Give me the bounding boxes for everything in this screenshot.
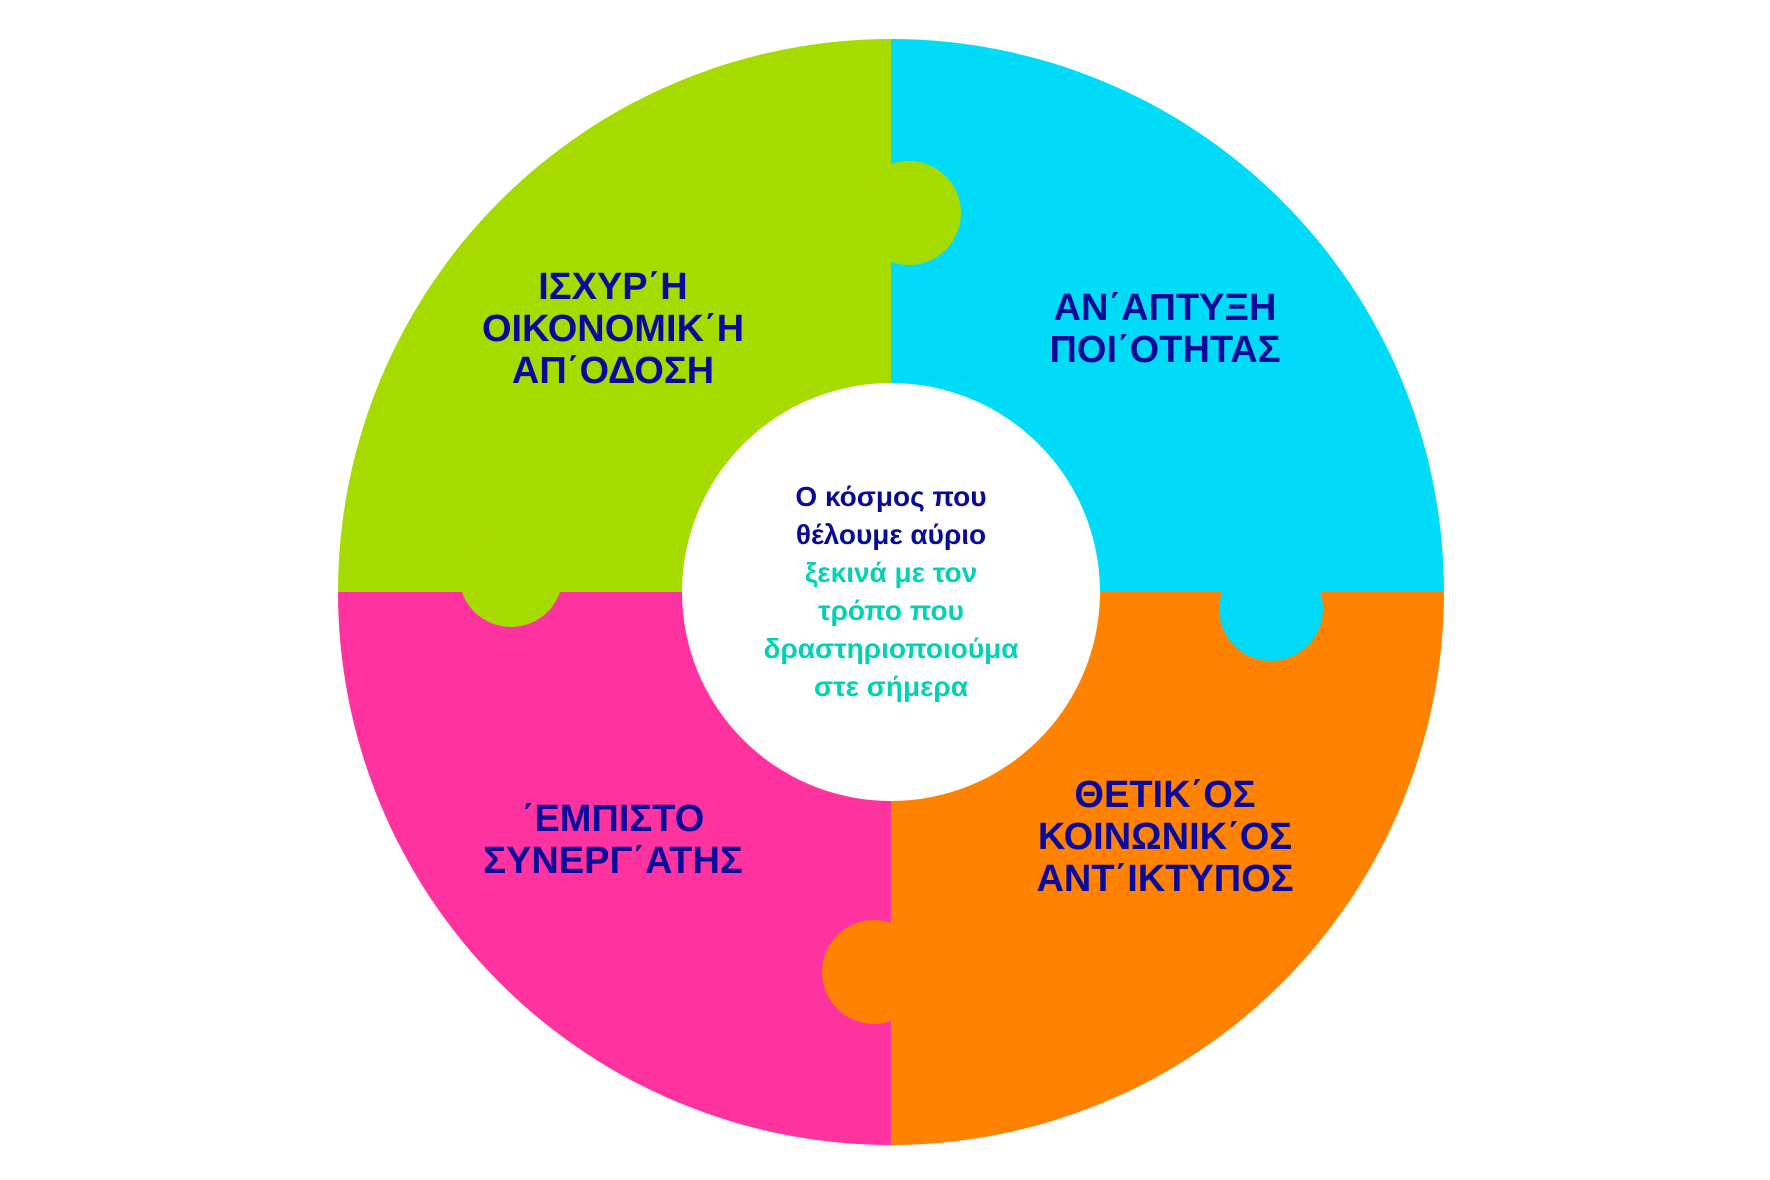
center-circle (682, 383, 1100, 801)
label-line: ΄ΕΜΠΙΣΤΟ (521, 798, 705, 840)
label-line: ΚΟΙΝΩΝΙΚ΄ΟΣ (1037, 816, 1293, 858)
label-line: ΑΝ΄ΑΠΤΥΞΗ (1053, 287, 1277, 329)
label-line: ΘΕΤΙΚ΄ΟΣ (1074, 774, 1256, 816)
label-strong-financial-performance: ΙΣΧΥΡ΄Η ΟΙΚΟΝΟΜΙΚ΄Η ΑΠ΄ΟΔΟΣΗ (482, 266, 744, 392)
label-trusted-partner: ΄ΕΜΠΙΣΤΟ ΣΥΝΕΡΓ΄ΑΤΗΣ (483, 798, 743, 882)
center-line: στε σήμερα (814, 671, 968, 702)
label-line: ΑΠ΄ΟΔΟΣΗ (511, 350, 715, 392)
center-line: τρόπο που (818, 595, 964, 626)
knob-bottom (822, 920, 926, 1024)
label-line: ΙΣΧΥΡ΄Η (538, 266, 688, 308)
center-line: θέλουμε αύριο (795, 519, 987, 550)
center-line: ξεκινά με τον (804, 557, 978, 588)
center-line: Ο κόσμος που (795, 481, 987, 512)
center-text: Ο κόσμος που θέλουμε αύριο ξεκινά με τον… (764, 478, 1019, 706)
knob-top (857, 161, 961, 265)
knob-left (459, 523, 563, 627)
label-line: ΟΙΚΟΝΟΜΙΚ΄Η (481, 308, 745, 350)
label-line: ΣΥΝΕΡΓ΄ΑΤΗΣ (483, 840, 743, 882)
center-line: δραστηριοποιούμα (763, 633, 1019, 664)
label-line: ΠΟΙ΄ΟΤΗΤΑΣ (1049, 329, 1281, 371)
knob-right (1219, 557, 1323, 661)
label-positive-social-impact: ΘΕΤΙΚ΄ΟΣ ΚΟΙΝΩΝΙΚ΄ΟΣ ΑΝΤ΄ΙΚΤΥΠΟΣ (1036, 774, 1293, 900)
label-line: ΑΝΤ΄ΙΚΤΥΠΟΣ (1036, 858, 1294, 900)
label-quality-development: ΑΝ΄ΑΠΤΥΞΗ ΠΟΙ΄ΟΤΗΤΑΣ (1049, 287, 1280, 371)
